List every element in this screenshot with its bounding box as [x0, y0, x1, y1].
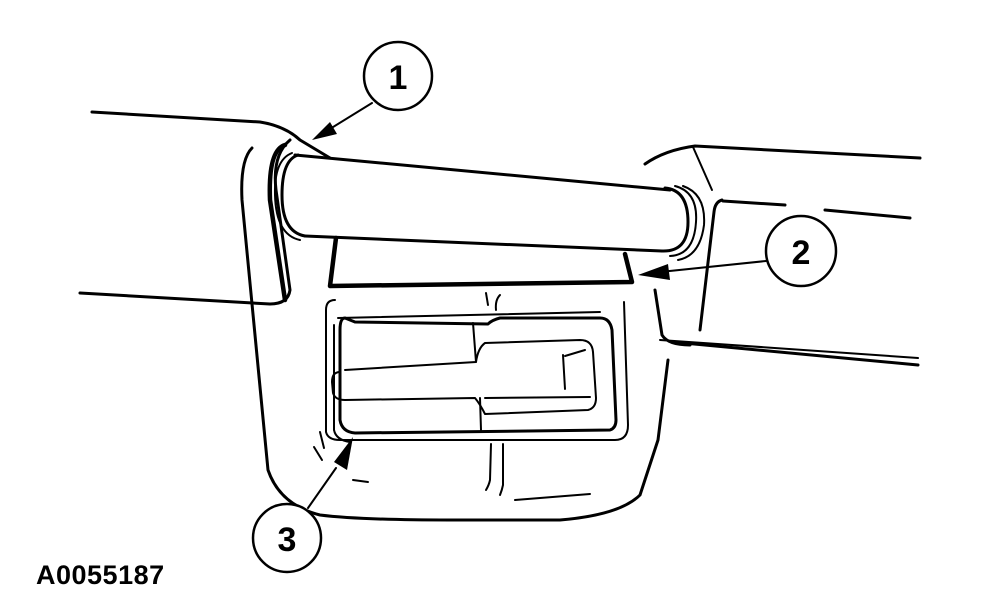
grab-handle-bar	[273, 152, 706, 261]
callout-3: 3	[251, 437, 353, 574]
svg-text:1: 1	[389, 59, 408, 97]
figure-id-label: A0055187	[36, 560, 165, 590]
handle-trim-bezel	[327, 235, 635, 289]
svg-text:3: 3	[278, 521, 297, 559]
callout-2: 2	[638, 214, 838, 288]
callout-1: 1	[312, 40, 434, 140]
door-release-handle-recess	[313, 292, 629, 501]
left-trim-panel	[78, 110, 332, 306]
svg-text:2: 2	[792, 234, 811, 272]
bezel-outline	[240, 142, 692, 522]
right-trim-panel	[643, 144, 922, 367]
